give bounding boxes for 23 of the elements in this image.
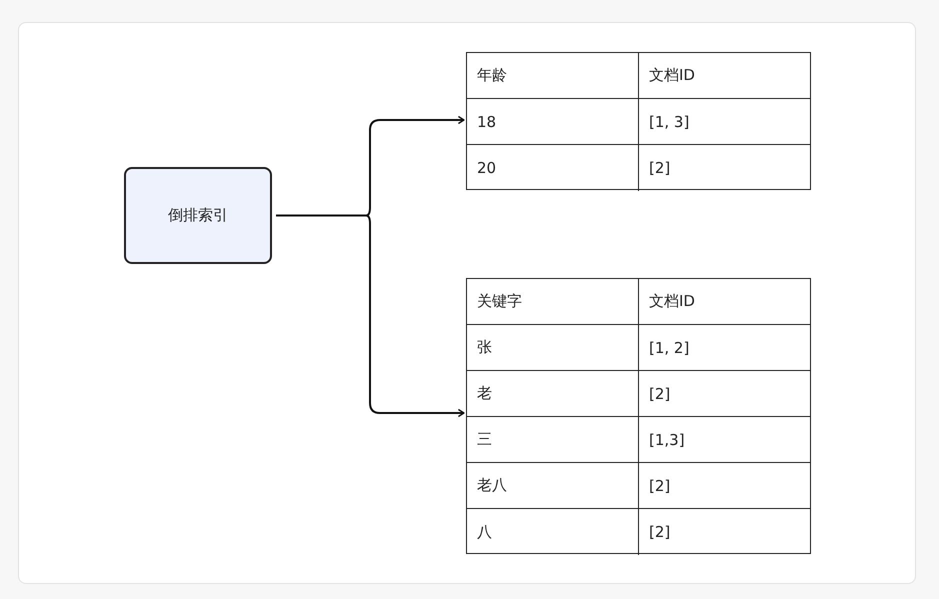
table-cell: 八 (467, 509, 639, 555)
process-box (124, 167, 272, 264)
table-cell: [1,3] (639, 417, 811, 463)
table-cell: 老 (467, 371, 639, 417)
data-table (466, 278, 811, 554)
table-cell: 三 (467, 417, 639, 463)
table-cell: [1, 3] (639, 99, 811, 145)
table-cell: [1, 2] (639, 325, 811, 371)
box-label: 倒排索引 (168, 206, 228, 225)
table-cell-text: [2] (648, 158, 672, 179)
data-table (466, 52, 811, 190)
table-cell: 老八 (467, 463, 639, 509)
table-cell: 张 (467, 325, 639, 371)
table-cell: 20 (467, 145, 639, 191)
table-cell: 18 (467, 99, 639, 145)
table-cell: 年龄 (467, 53, 639, 99)
table-cell: [2] (639, 463, 811, 509)
table-cell: 文档ID (639, 279, 811, 325)
arrow (276, 214, 465, 418)
table-cell: [2] (639, 371, 811, 417)
table-cell: 关键字 (467, 279, 639, 325)
table-cell-text: [2] (648, 522, 672, 543)
table-cell: 文档ID (639, 53, 811, 99)
